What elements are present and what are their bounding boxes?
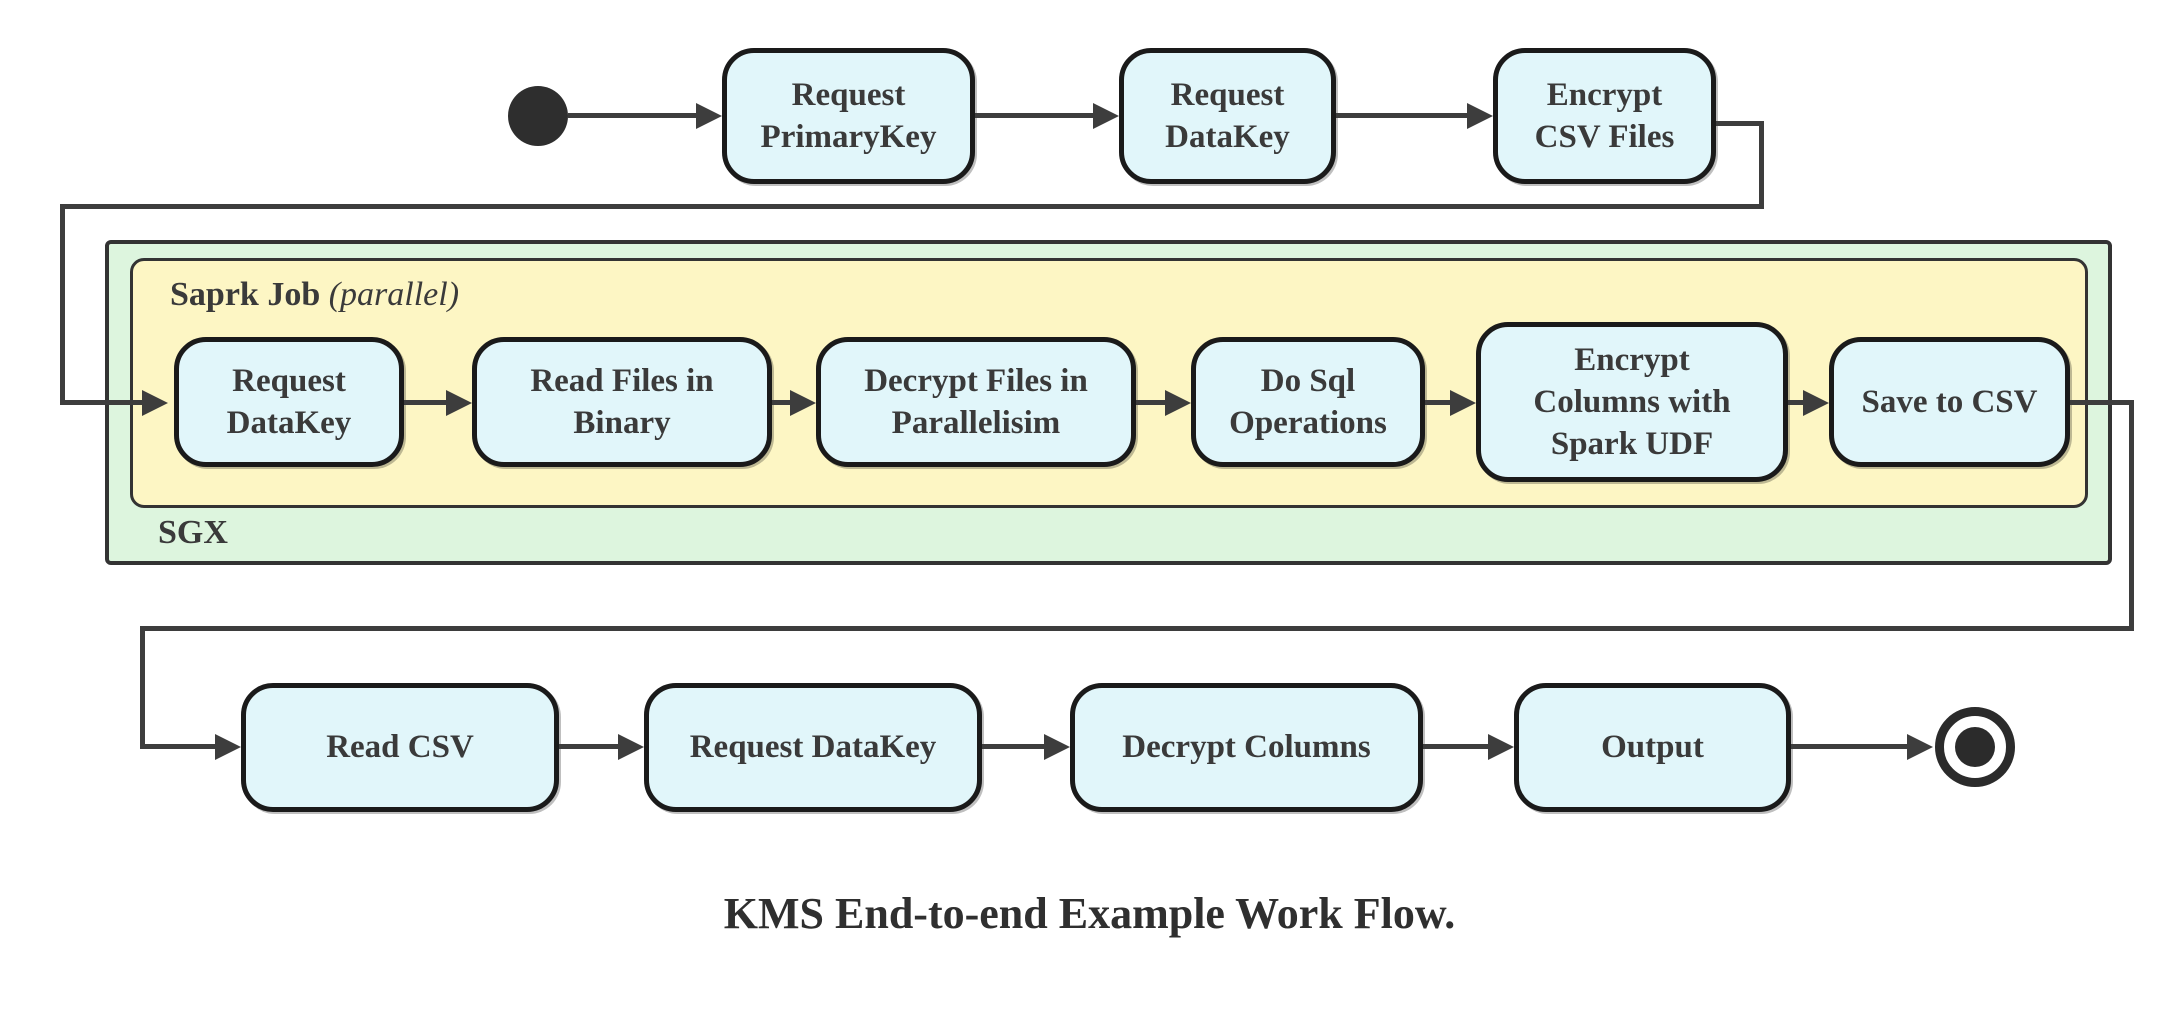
state-request-datakey-sgx: Request DataKey bbox=[174, 337, 404, 467]
sgx-label: SGX bbox=[158, 514, 228, 551]
edge-line bbox=[140, 626, 2134, 631]
state-request-datakey-bottom: Request DataKey bbox=[644, 683, 982, 812]
arrow-head-icon bbox=[1907, 734, 1933, 760]
state-read-files-in-binary: Read Files in Binary bbox=[472, 337, 772, 467]
state-read-csv: Read CSV bbox=[241, 683, 559, 812]
spark-job-qualifier: (parallel) bbox=[328, 276, 460, 313]
arrow-head-icon bbox=[1044, 734, 1070, 760]
edge-line bbox=[60, 400, 144, 405]
end-state-dot bbox=[1955, 727, 1995, 767]
arrow-head-icon bbox=[1488, 734, 1514, 760]
edge-line bbox=[559, 744, 620, 749]
state-do-sql-operations: Do Sql Operations bbox=[1191, 337, 1425, 467]
spark-job-label: Saprk Job (parallel) bbox=[170, 276, 459, 314]
state-request-primarykey: Request PrimaryKey bbox=[722, 48, 975, 184]
edge-line bbox=[1716, 121, 1764, 126]
edge-line bbox=[982, 744, 1046, 749]
state-decrypt-columns: Decrypt Columns bbox=[1070, 683, 1423, 812]
state-save-to-csv: Save to CSV bbox=[1829, 337, 2070, 467]
edge-line bbox=[1791, 744, 1909, 749]
start-state bbox=[508, 86, 568, 146]
edge-line bbox=[404, 400, 448, 405]
arrow-head-icon bbox=[618, 734, 644, 760]
state-output: Output bbox=[1514, 683, 1791, 812]
arrow-head-icon bbox=[1803, 390, 1829, 416]
edge-line bbox=[1423, 744, 1490, 749]
state-encrypt-csv-files: Encrypt CSV Files bbox=[1493, 48, 1716, 184]
edge-line bbox=[1788, 400, 1805, 405]
edge-line bbox=[1759, 121, 1764, 209]
arrow-head-icon bbox=[790, 390, 816, 416]
edge-line bbox=[1425, 400, 1452, 405]
edge-line bbox=[975, 113, 1095, 118]
edge-line bbox=[2129, 400, 2134, 631]
edge-line bbox=[140, 626, 145, 748]
edge-line bbox=[1336, 113, 1469, 118]
edge-line bbox=[60, 204, 65, 404]
arrow-head-icon bbox=[696, 103, 722, 129]
state-decrypt-files-in-parallelisim: Decrypt Files in Parallelisim bbox=[816, 337, 1136, 467]
edge-line bbox=[568, 113, 700, 118]
edge-line bbox=[140, 744, 217, 749]
diagram-caption: KMS End-to-end Example Work Flow. bbox=[723, 889, 1456, 938]
edge-line bbox=[60, 204, 1764, 209]
arrow-head-icon bbox=[446, 390, 472, 416]
arrow-head-icon bbox=[1450, 390, 1476, 416]
end-state bbox=[1935, 707, 2015, 787]
state-encrypt-columns-with-spark-udf: Encrypt Columns with Spark UDF bbox=[1476, 322, 1788, 482]
spark-job-label-text: Saprk Job bbox=[170, 276, 321, 313]
arrow-head-icon bbox=[142, 390, 168, 416]
arrow-head-icon bbox=[215, 734, 241, 760]
edge-line bbox=[1136, 400, 1167, 405]
arrow-head-icon bbox=[1165, 390, 1191, 416]
edge-line bbox=[2070, 400, 2134, 405]
state-request-datakey-top: Request DataKey bbox=[1119, 48, 1336, 184]
arrow-head-icon bbox=[1093, 103, 1119, 129]
arrow-head-icon bbox=[1467, 103, 1493, 129]
edge-line bbox=[772, 400, 792, 405]
